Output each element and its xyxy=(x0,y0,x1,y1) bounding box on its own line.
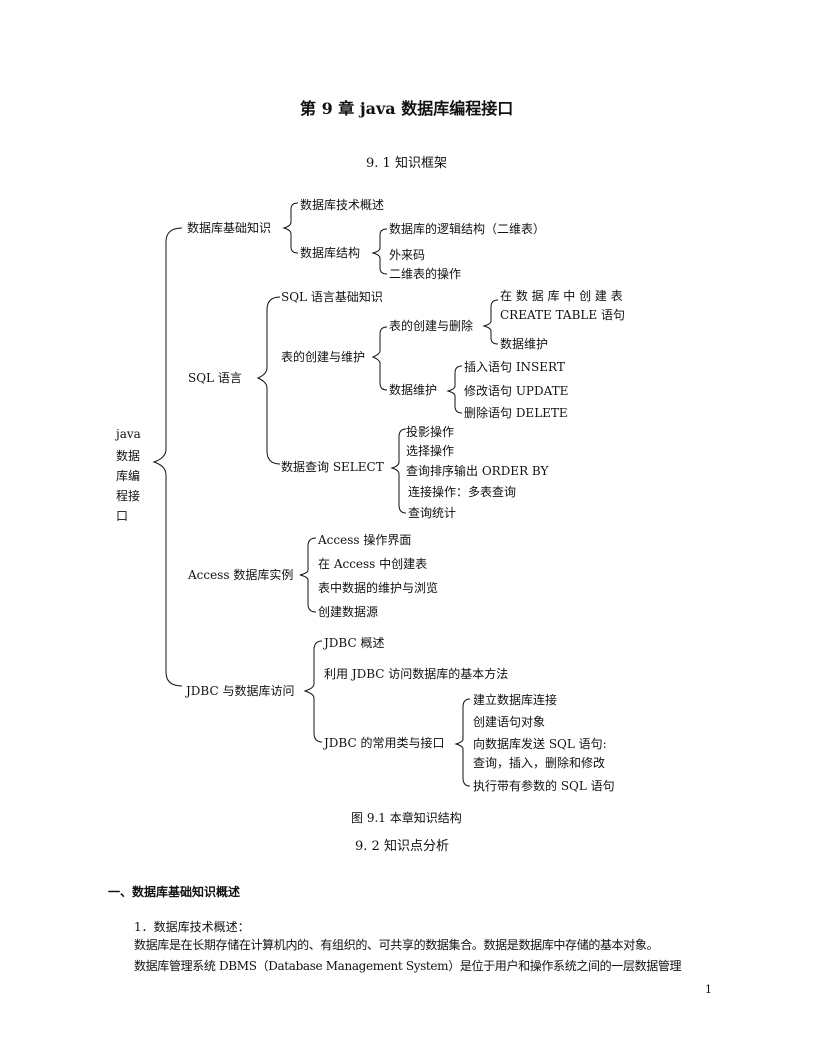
node-jdbc-access: JDBC 与数据库访问 xyxy=(186,684,295,698)
node-table-create-delete: 表的创建与删除 xyxy=(389,319,474,333)
node-jdbc-classes: JDBC 的常用类与接口 xyxy=(324,736,445,750)
node-jdbc-send-sql: 向数据库发送 SQL 语句: xyxy=(473,737,607,751)
node-access-maintain: 表中数据的维护与浏览 xyxy=(318,581,439,595)
node-delete: 删除语句 DELETE xyxy=(464,406,568,420)
node-data-maintenance-b: 数据维护 xyxy=(389,383,438,397)
node-data-maintenance-a: 数据维护 xyxy=(500,337,549,351)
node-access-create-table: 在 Access 中创建表 xyxy=(318,557,428,571)
classes-brace xyxy=(454,698,471,787)
node-update: 修改语句 UPDATE xyxy=(464,384,569,398)
node-jdbc-overview: JDBC 概述 xyxy=(324,636,385,650)
node-access-datasource: 创建数据源 xyxy=(318,605,379,619)
node-selection: 选择操作 xyxy=(406,444,455,458)
node-projection: 投影操作 xyxy=(406,425,455,439)
select-brace xyxy=(390,428,407,514)
node-foreign-key: 外来码 xyxy=(389,248,426,262)
root-label-line-3: 库编 xyxy=(116,469,141,483)
figure-caption: 图 9.1 本章知识结构 xyxy=(351,811,462,825)
node-table-operations: 二维表的操作 xyxy=(389,267,462,281)
node-insert: 插入语句 INSERT xyxy=(464,360,565,374)
root-label-line-4: 程接 xyxy=(116,489,141,503)
jdbc-brace xyxy=(303,640,323,743)
node-jdbc-param-sql: 执行带有参数的 SQL 语句 xyxy=(473,779,615,793)
root-label-line-2: 数据 xyxy=(116,449,141,463)
create-del-brace xyxy=(482,299,499,345)
node-table-create-maintain: 表的创建与维护 xyxy=(281,350,366,364)
node-statistics: 查询统计 xyxy=(408,506,457,520)
node-sql-basics: SQL 语言基础知识 xyxy=(281,290,383,304)
kb-brace xyxy=(282,202,299,254)
heading-db-basics-overview: 一、数据库基础知识概述 xyxy=(108,885,241,899)
node-create-table: CREATE TABLE 语句 xyxy=(500,308,625,322)
section-9-1-heading: 9. 1 知识框架 xyxy=(366,156,447,171)
node-sql-language: SQL 语言 xyxy=(188,371,242,385)
section-9-2-heading: 9. 2 知识点分析 xyxy=(355,839,449,854)
access-brace xyxy=(299,537,317,613)
paragraph-1: 数据库是在长期存储在计算机内的、有组织的、可共享的数据集合。数据是数据库中存储的… xyxy=(134,938,659,952)
chapter-title: 第 9 章 java 数据库编程接口 xyxy=(300,99,514,118)
node-db-tech-overview: 数据库技术概述 xyxy=(300,198,385,212)
node-access-example: Access 数据库实例 xyxy=(188,568,294,582)
root-label-line-5: 口 xyxy=(116,509,129,523)
node-access-ui: Access 操作界面 xyxy=(318,533,412,547)
node-jdbc-statement: 创建语句对象 xyxy=(473,715,546,729)
node-db-basics: 数据库基础知识 xyxy=(187,221,272,235)
node-jdbc-connect: 建立数据库连接 xyxy=(473,693,558,707)
item-db-tech-overview: 1．数据库技术概述： xyxy=(134,920,250,934)
node-create-in-db: 在 数 据 库 中 创 建 表 xyxy=(500,289,623,303)
sql-brace xyxy=(256,296,281,465)
node-db-structure: 数据库结构 xyxy=(300,246,361,260)
node-select: 数据查询 SELECT xyxy=(281,460,384,474)
node-jdbc-send-sql-detail: 查询，插入，删除和修改 xyxy=(473,756,606,770)
node-join: 连接操作：多表查询 xyxy=(408,485,517,499)
data-maint-brace xyxy=(446,365,463,414)
paragraph-2: 数据库管理系统 DBMS（Database Management System）… xyxy=(134,959,682,973)
create-maint-brace xyxy=(371,326,388,391)
node-order-by: 查询排序输出 ORDER BY xyxy=(406,464,549,478)
node-jdbc-method: 利用 JDBC 访问数据库的基本方法 xyxy=(324,667,509,681)
page-number: 1 xyxy=(705,983,712,996)
node-logical-structure: 数据库的逻辑结构（二维表） xyxy=(389,222,546,236)
struct-brace xyxy=(371,228,388,275)
root-label-line-1: java xyxy=(116,427,141,441)
root-brace xyxy=(152,227,183,687)
